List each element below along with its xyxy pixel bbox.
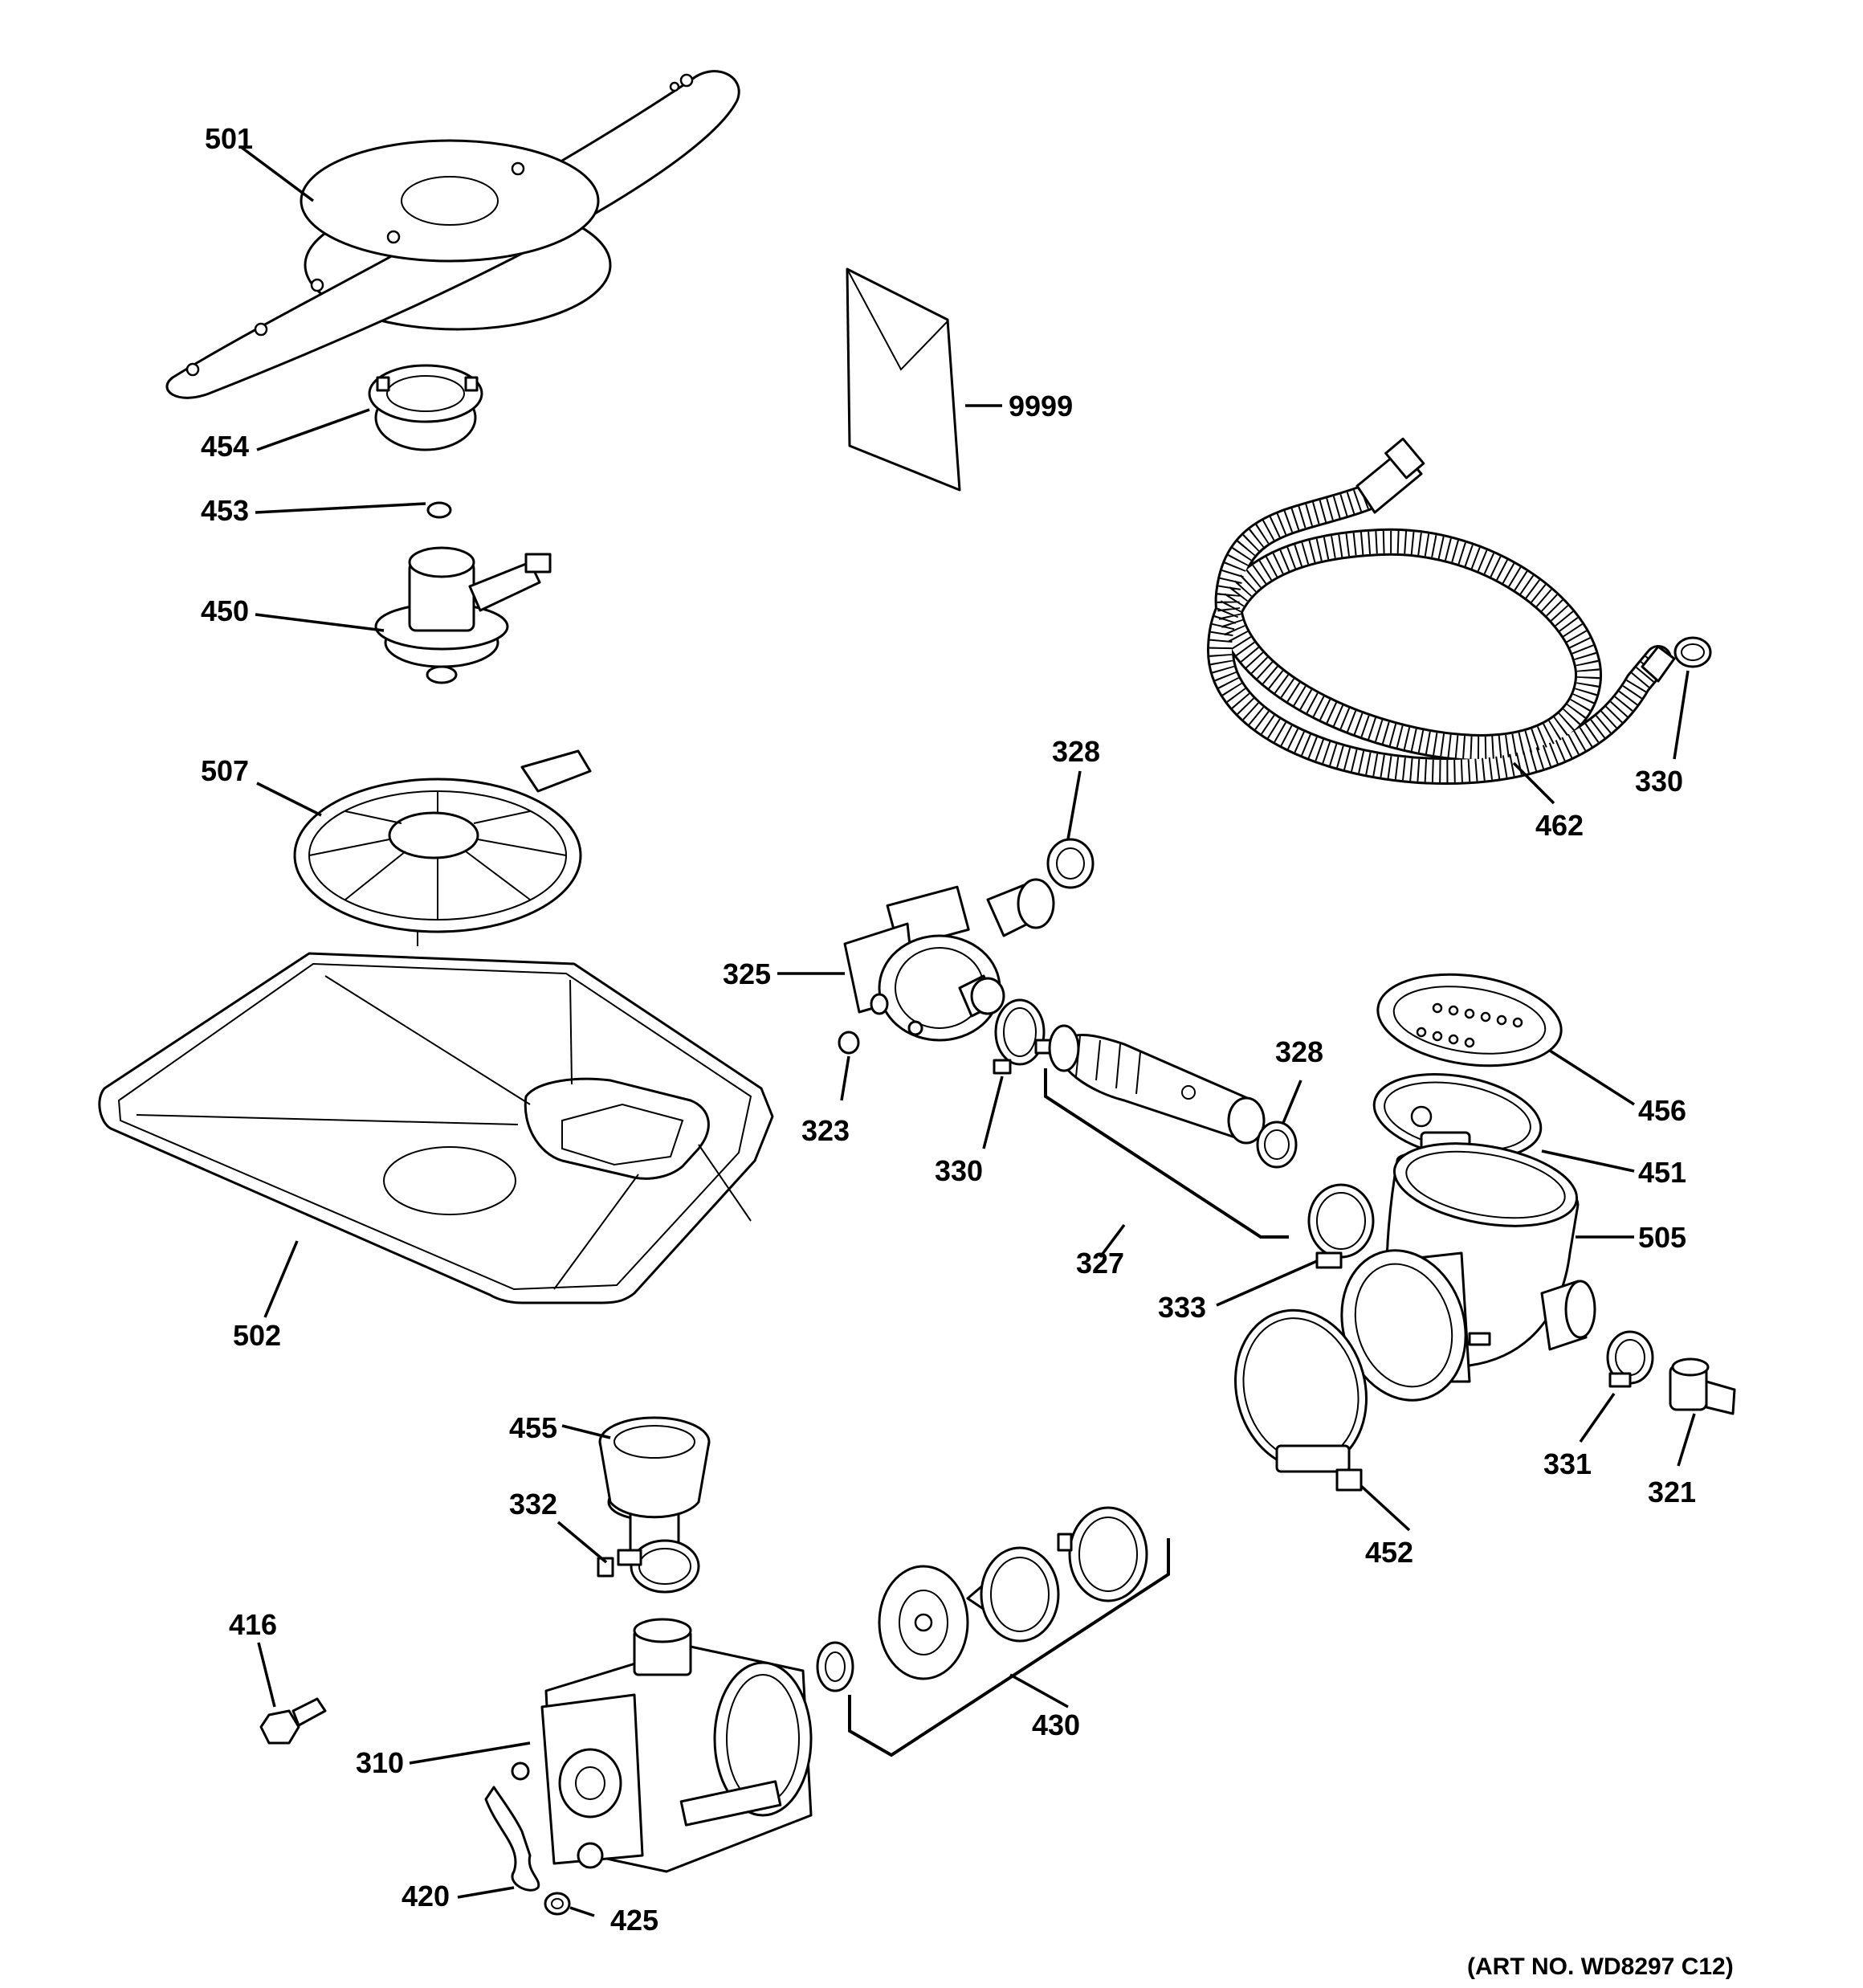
callout-453: 453 xyxy=(201,494,249,527)
callout-325: 325 xyxy=(723,957,771,990)
part-323-plug[interactable] xyxy=(838,1031,860,1055)
part-454-support[interactable] xyxy=(368,364,483,451)
callout-330-top: 330 xyxy=(1635,765,1683,798)
part-328-gasket-upper[interactable] xyxy=(1046,838,1095,889)
part-325-drain-pump[interactable] xyxy=(843,878,1055,1042)
callout-425: 425 xyxy=(610,1904,658,1937)
part-507-filter[interactable] xyxy=(293,749,592,946)
part-330-hose-clamp-middle[interactable] xyxy=(993,998,1055,1075)
part-310-pump-motor[interactable] xyxy=(511,1618,813,1873)
part-502-sump-cover[interactable] xyxy=(98,952,774,1304)
callout-505: 505 xyxy=(1638,1221,1686,1254)
callout-455: 455 xyxy=(509,1411,557,1444)
part-327-pump-hose[interactable] xyxy=(1048,1024,1266,1145)
part-425-grommet[interactable] xyxy=(544,1892,571,1916)
callout-327: 327 xyxy=(1076,1247,1124,1280)
part-321-sensor[interactable] xyxy=(1669,1357,1736,1415)
part-331-clamp[interactable] xyxy=(1606,1330,1654,1388)
callout-502: 502 xyxy=(233,1319,281,1352)
part-420-clip[interactable] xyxy=(484,1786,540,1892)
callout-330-middle: 330 xyxy=(935,1154,983,1187)
art-number: (ART NO. WD8297 C12) xyxy=(1467,1953,1734,1980)
part-505-sump[interactable] xyxy=(1323,1131,1596,1417)
part-450-manifold[interactable] xyxy=(374,546,552,684)
part-456-seal[interactable] xyxy=(1372,964,1567,1077)
callout-420: 420 xyxy=(402,1880,450,1912)
callout-9999: 9999 xyxy=(1009,390,1073,423)
callout-452: 452 xyxy=(1365,1536,1413,1569)
callout-454: 454 xyxy=(201,430,249,463)
callout-507: 507 xyxy=(201,754,249,787)
callout-456: 456 xyxy=(1638,1094,1686,1127)
callout-462: 462 xyxy=(1535,809,1584,842)
callout-430: 430 xyxy=(1032,1708,1080,1741)
part-501-spray-arm[interactable] xyxy=(165,70,740,399)
callout-331: 331 xyxy=(1543,1447,1592,1480)
part-462-drain-hose[interactable] xyxy=(1206,437,1676,786)
callout-450: 450 xyxy=(201,594,249,627)
callout-328-upper: 328 xyxy=(1052,735,1100,768)
part-430-impeller-kit[interactable] xyxy=(816,1506,1148,1692)
callout-328-lower: 328 xyxy=(1275,1035,1323,1068)
callout-501: 501 xyxy=(205,122,253,155)
part-9999-literature[interactable] xyxy=(846,267,961,492)
callout-321: 321 xyxy=(1648,1476,1696,1508)
part-453-o-ring[interactable] xyxy=(426,501,452,519)
part-333-clamp[interactable] xyxy=(1307,1183,1375,1269)
callout-451: 451 xyxy=(1638,1156,1686,1189)
part-416-bolt[interactable] xyxy=(259,1697,327,1745)
part-332-clamp[interactable] xyxy=(597,1539,700,1594)
callout-332: 332 xyxy=(509,1488,557,1521)
part-328-gasket-lower[interactable] xyxy=(1256,1121,1298,1169)
callout-416: 416 xyxy=(229,1608,277,1641)
part-330-hose-clamp-top[interactable] xyxy=(1673,636,1712,668)
part-452-clamp[interactable] xyxy=(1218,1296,1384,1492)
callout-333: 333 xyxy=(1158,1291,1206,1324)
callout-323: 323 xyxy=(801,1114,850,1147)
callout-310: 310 xyxy=(356,1746,404,1779)
